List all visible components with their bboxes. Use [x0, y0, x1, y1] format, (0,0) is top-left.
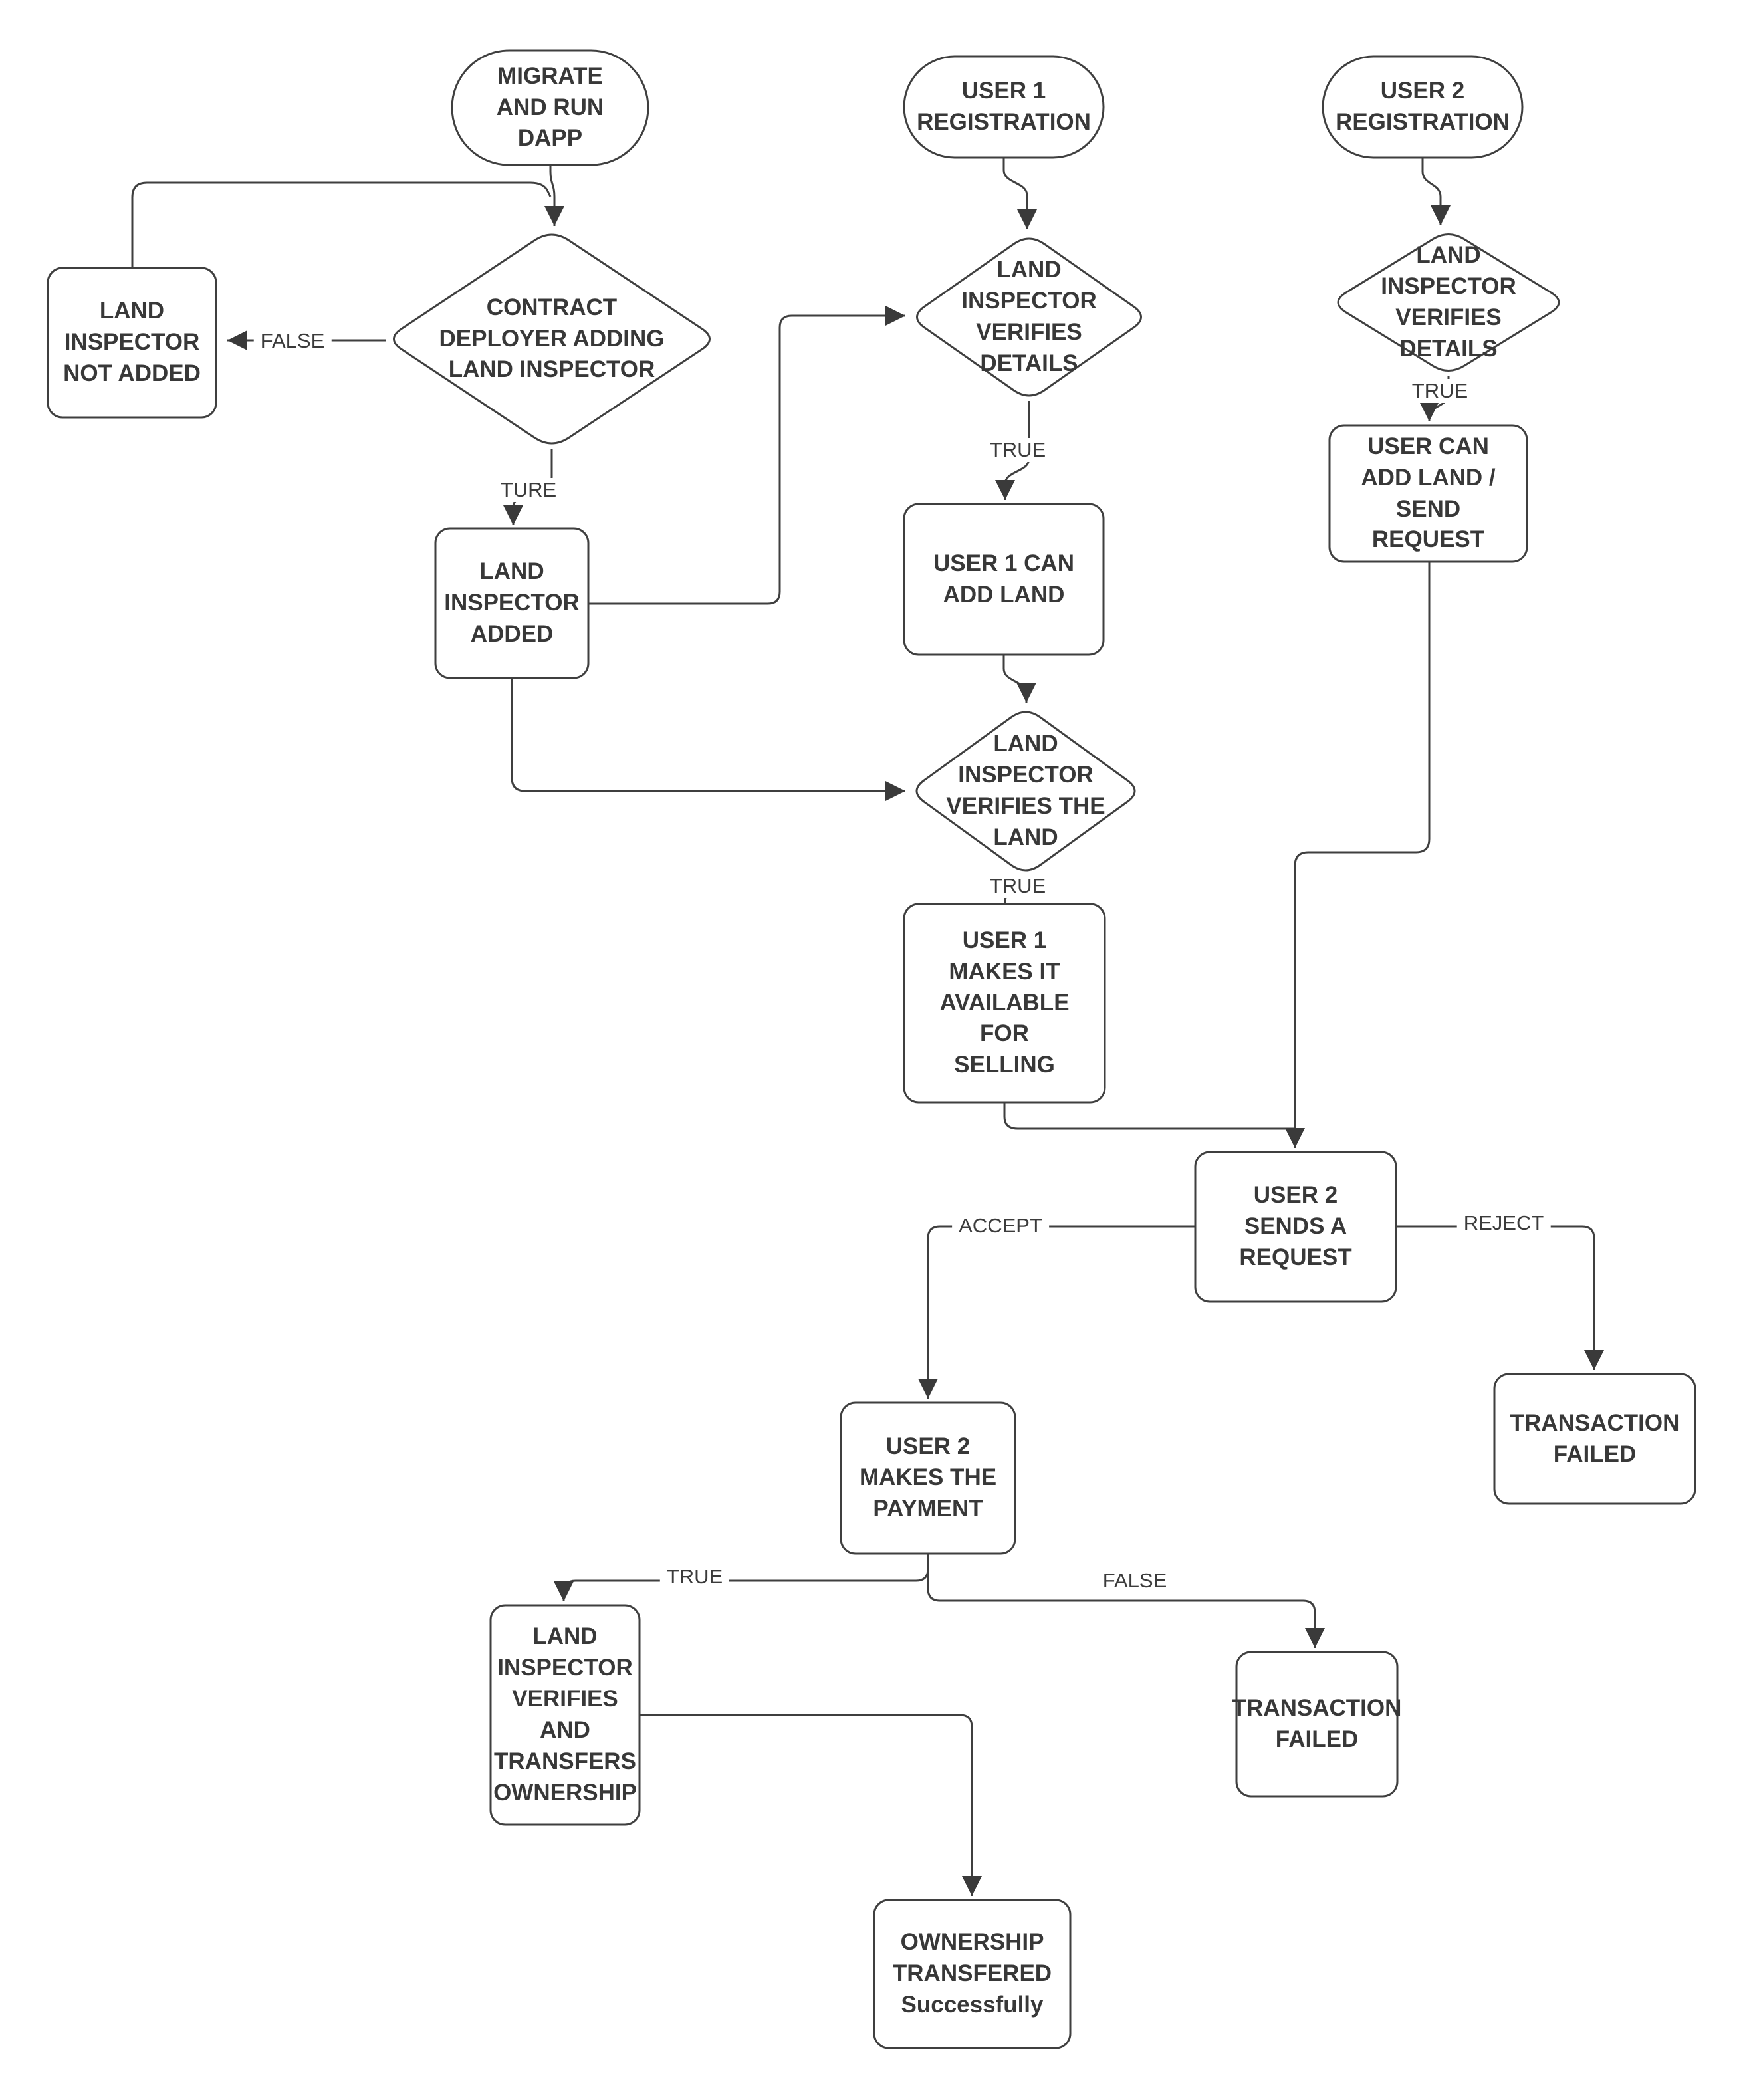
edge-true-to-selling [1004, 875, 1027, 904]
shape-user-can-add-land-send-request [1328, 424, 1528, 563]
shape-land-inspector-verifies-the-land [915, 711, 1136, 872]
edge-user1-registration-to-details [1002, 158, 1037, 229]
edge-true-to-transfer-ownership [554, 1554, 929, 1601]
shape-land-inspector-verifies-details-user2 [1337, 233, 1560, 372]
edge-ownership-transfered [640, 1714, 982, 1896]
shape-land-inspector-not-added [47, 267, 217, 419]
shape-land-inspector-verifies-and-transfers-ownership [489, 1604, 641, 1826]
edge-added-to-verifies-details-user1 [588, 306, 905, 605]
edge-true-to-add-land-send-request [1419, 376, 1450, 421]
edge-reject-to-transaction-failed [1396, 1225, 1604, 1370]
edge-false-to-transaction-failed [927, 1554, 1325, 1648]
shape-transaction-failed-reject [1493, 1373, 1696, 1505]
shape-migrate-and-run-dapp [451, 49, 649, 166]
edge-migrate-to-contract-deployer [544, 165, 564, 226]
edge-true-to-user1-can-add-land [995, 401, 1030, 500]
shape-transaction-failed-false [1235, 1651, 1399, 1798]
shape-user2-sends-a-request [1194, 1151, 1397, 1303]
shape-user1-makes-it-available-for-selling [903, 903, 1106, 1104]
edge-selling-to-request [1003, 1102, 1295, 1130]
edge-send-request-to-user2-sends [1285, 562, 1431, 1148]
shape-user2-makes-the-payment [840, 1401, 1016, 1555]
edge-accept-to-payment [918, 1225, 1195, 1399]
shape-ownership-transfered-successfully [873, 1899, 1072, 2049]
edge-user2-registration-to-details [1421, 158, 1451, 225]
edge-added-to-verifies-the-land [511, 678, 905, 801]
shape-land-inspector-added [434, 527, 590, 679]
shape-user1-can-add-land [903, 503, 1105, 656]
shape-user2-registration [1322, 55, 1524, 159]
shape-contract-deployer-adding-land-inspector [393, 233, 711, 445]
edge-not-added-loopback [131, 181, 552, 268]
shape-land-inspector-verifies-details-user1 [916, 237, 1142, 397]
edge-can-add-land-to-verifies-the-land [1002, 655, 1036, 703]
edge-ture-to-added [503, 449, 553, 525]
shape-user1-registration [903, 55, 1105, 159]
